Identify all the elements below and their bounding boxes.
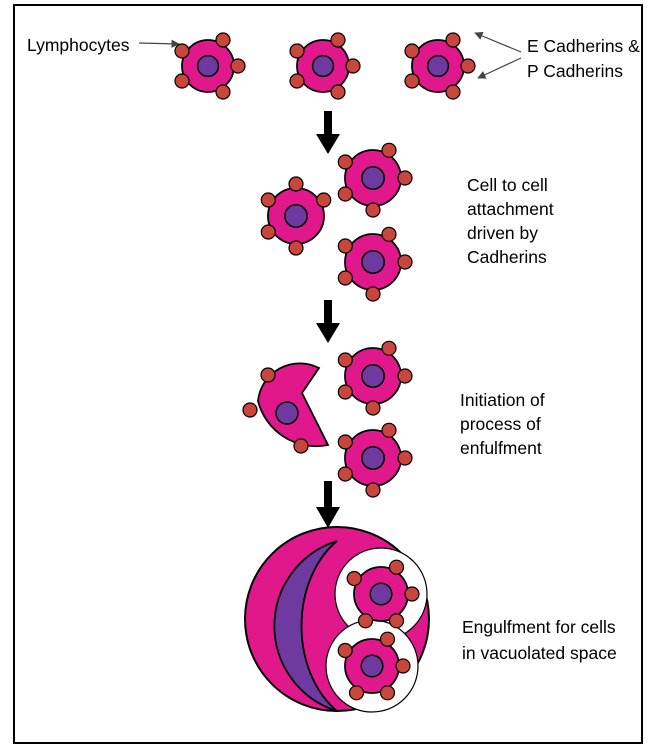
label-lymphocytes: Lymphocytes xyxy=(27,35,130,55)
cadherin-pointer-2 xyxy=(478,58,521,78)
target-cell-bottom xyxy=(338,423,412,497)
cell-nucleus xyxy=(361,655,383,677)
label-cadherins-line2: P Cadherins xyxy=(527,61,623,81)
label-step1-line2: attachment xyxy=(467,199,554,219)
engulfing-cell xyxy=(243,363,328,453)
lymphocyte-cell-3 xyxy=(405,33,475,99)
cadherin-stud xyxy=(331,85,345,99)
cadherin-stud xyxy=(338,155,352,169)
label-step2-line2: process of xyxy=(460,414,541,434)
cadherin-stud xyxy=(350,686,364,700)
cadherin-stud xyxy=(338,467,352,481)
cadherin-stud xyxy=(382,143,396,157)
cadherin-stud xyxy=(398,255,412,269)
cadherin-stud xyxy=(290,74,304,88)
cell-nucleus xyxy=(362,365,384,387)
lymphocyte-cell-2 xyxy=(290,33,360,99)
lymphocyte-cell-1 xyxy=(175,33,245,99)
cadherin-stud xyxy=(338,187,352,201)
cadherin-stud xyxy=(216,33,230,47)
cadherin-stud xyxy=(175,44,189,58)
target-cell-top xyxy=(338,341,412,415)
cell-nucleus xyxy=(428,56,449,77)
cadherin-stud xyxy=(446,33,460,47)
cadherin-stud xyxy=(338,353,352,367)
label-step2-line3: enfulfment xyxy=(460,438,542,458)
cadherin-stud xyxy=(175,74,189,88)
label-step3-line2: in vacuolated space xyxy=(462,643,617,663)
label-step1-line1: Cell to cell xyxy=(467,175,548,195)
cell-nucleus xyxy=(362,251,384,273)
row-engulfment xyxy=(245,527,429,712)
label-step2-line1: Initiation of xyxy=(460,390,545,410)
cadherin-stud xyxy=(461,59,475,73)
cadherin-stud xyxy=(366,483,380,497)
cell-nucleus xyxy=(370,583,392,605)
label-cadherins-line1: E Cadherins & xyxy=(527,36,640,56)
cadherin-stud xyxy=(390,560,404,574)
cadherin-stud xyxy=(390,614,404,628)
cadherin-stud xyxy=(405,74,419,88)
cell-nucleus xyxy=(285,205,307,227)
cadherin-stud xyxy=(261,225,275,239)
cell-nucleus xyxy=(362,447,384,469)
cadherin-stud xyxy=(382,341,396,355)
cadherin-stud xyxy=(289,241,303,255)
cadherin-stud xyxy=(346,59,360,73)
lymphocytes-pointer xyxy=(139,43,179,44)
cadherin-stud xyxy=(231,59,245,73)
cadherin-stud xyxy=(381,632,395,646)
row-initiation xyxy=(243,341,412,497)
cadherin-stud xyxy=(398,171,412,185)
cadherin-stud xyxy=(446,85,460,99)
label-step3-line1: Engulfment for cells xyxy=(462,617,616,637)
cadherin-stud xyxy=(398,451,412,465)
cadherin-pointer-1 xyxy=(475,33,521,52)
cadherin-stud xyxy=(338,644,352,658)
cadherin-stud xyxy=(381,686,395,700)
cell-nucleus xyxy=(362,167,384,189)
row-attachment xyxy=(261,143,412,301)
cadherin-stud xyxy=(405,44,419,58)
cadherin-stud xyxy=(382,227,396,241)
cadherin-stud xyxy=(338,435,352,449)
down-arrow-3 xyxy=(316,481,340,528)
cadherin-stud xyxy=(396,659,410,673)
cadherin-stud xyxy=(382,423,396,437)
row-lymphocytes xyxy=(175,33,475,99)
cadherin-stud xyxy=(366,203,380,217)
cadherin-stud xyxy=(338,239,352,253)
cadherin-stud xyxy=(359,614,373,628)
down-arrow-1 xyxy=(316,111,340,154)
label-step1-line4: Cadherins xyxy=(467,247,547,267)
cadherin-stud xyxy=(338,271,352,285)
cell-nucleus xyxy=(313,56,334,77)
cadherin-stud xyxy=(347,572,361,586)
cadherin-stud xyxy=(290,44,304,58)
cadherin-stud xyxy=(366,401,380,415)
attached-cell-top xyxy=(338,143,412,217)
cell-nucleus xyxy=(198,56,219,77)
cadherin-stud xyxy=(338,385,352,399)
down-arrow-2 xyxy=(316,300,340,343)
cadherin-stud xyxy=(398,369,412,383)
attached-cell-bottom xyxy=(338,227,412,301)
cadherin-stud xyxy=(317,193,331,207)
cadherin-stud xyxy=(289,177,303,191)
attached-cell-left xyxy=(261,177,330,255)
cadherin-stud xyxy=(216,85,230,99)
label-step1-line3: driven by xyxy=(467,223,538,243)
cadherin-stud xyxy=(405,587,419,601)
cadherin-stud xyxy=(331,33,345,47)
cadherin-stud xyxy=(366,287,380,301)
cadherin-stud xyxy=(261,193,275,207)
